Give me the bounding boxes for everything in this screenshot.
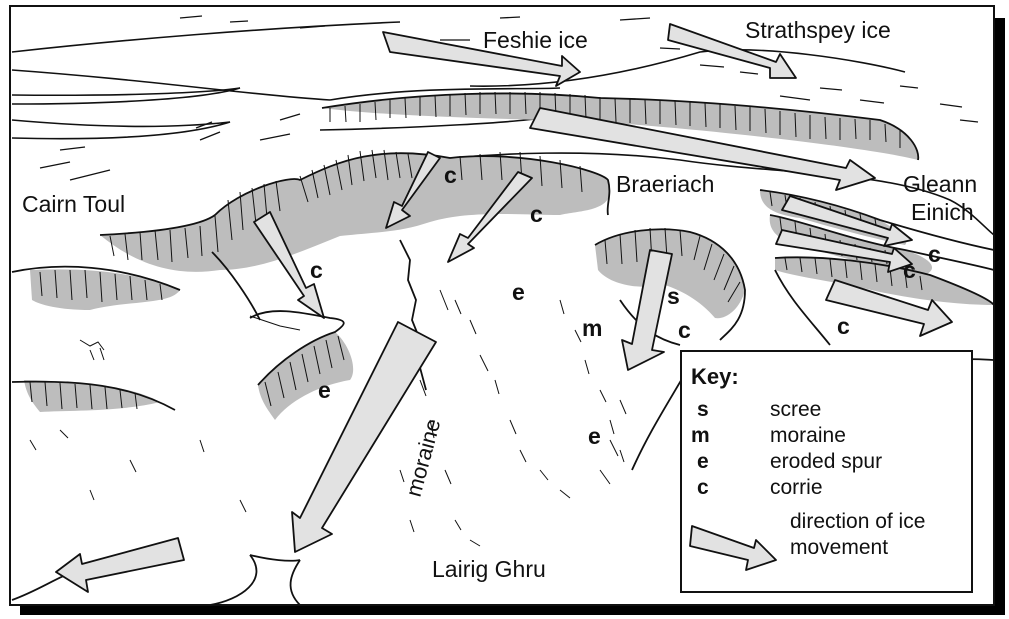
key-text-scree: scree <box>770 398 821 421</box>
key-box: Key: s scree m moraine e eroded spur c c… <box>681 351 972 592</box>
letter-corrie: c <box>837 313 850 339</box>
key-symbol-scree: s <box>697 398 709 421</box>
key-text-corrie: corrie <box>770 476 823 499</box>
label-einich: Einich <box>911 199 974 225</box>
key-symbol-corrie: c <box>697 476 709 499</box>
letter-corrie: c <box>530 201 543 227</box>
letter-corrie: c <box>310 257 323 283</box>
label-lairig-ghru: Lairig Ghru <box>432 556 546 582</box>
key-symbol-moraine: m <box>691 424 710 447</box>
letter-eroded-spur: e <box>318 377 331 403</box>
letter-corrie: c <box>903 257 916 283</box>
letter-moraine: m <box>582 315 602 341</box>
letter-eroded-spur: e <box>512 279 525 305</box>
key-text-arrow-line2: movement <box>790 536 888 559</box>
key-text-moraine: moraine <box>770 424 846 447</box>
letter-eroded-spur: e <box>588 423 601 449</box>
label-strathspey-ice: Strathspey ice <box>745 17 891 43</box>
label-gleann: Gleann <box>903 171 977 197</box>
label-cairn-toul: Cairn Toul <box>22 191 125 217</box>
label-braeriach: Braeriach <box>616 171 714 197</box>
letter-corrie: c <box>928 241 941 267</box>
key-title: Key: <box>691 364 739 389</box>
key-text-arrow-line1: direction of ice <box>790 510 925 533</box>
letter-corrie: c <box>444 162 457 188</box>
label-feshie-ice: Feshie ice <box>483 27 588 53</box>
key-symbol-eroded-spur: e <box>697 450 709 473</box>
letter-corrie: c <box>678 317 691 343</box>
key-text-eroded-spur: eroded spur <box>770 450 882 473</box>
letter-scree: s <box>667 283 680 309</box>
